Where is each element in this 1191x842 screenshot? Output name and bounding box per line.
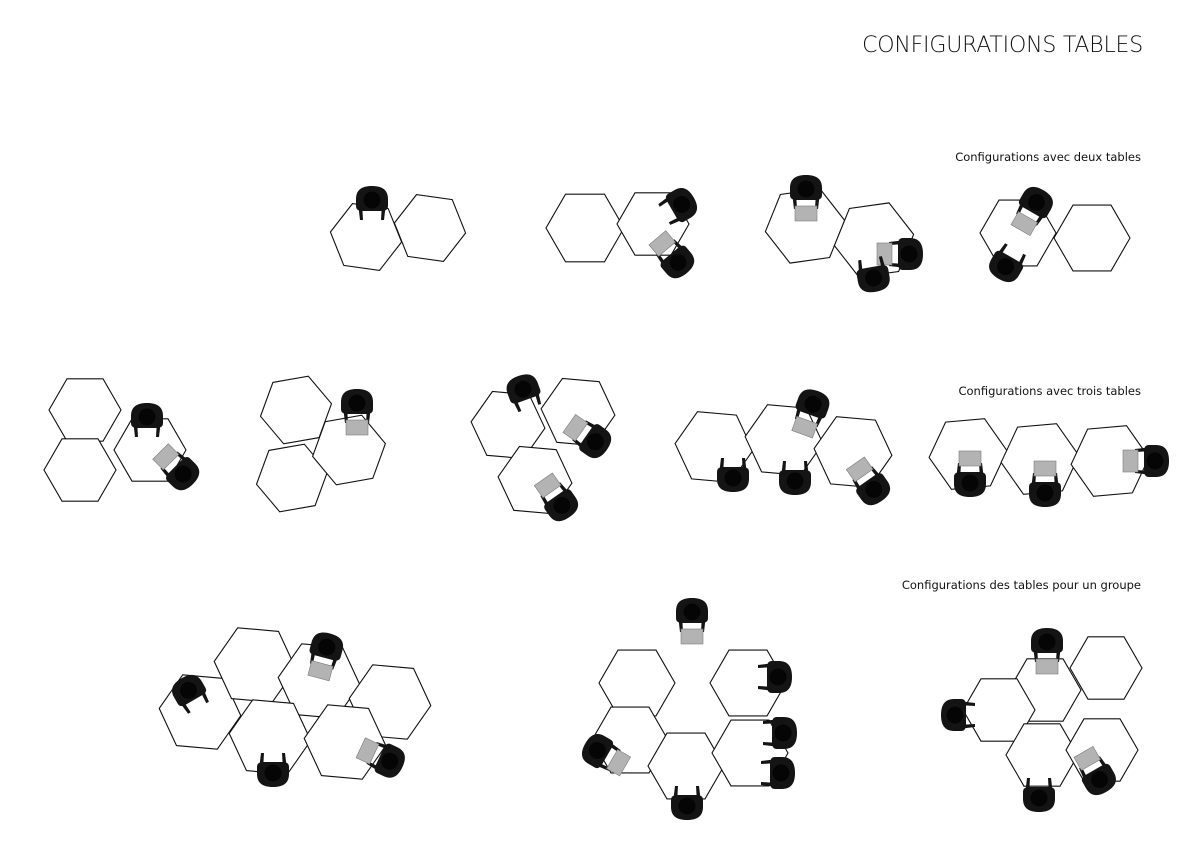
person-top-view-icon: [1010, 186, 1053, 237]
person-top-view-icon: [779, 461, 811, 495]
config-two-tables-2: [545, 188, 698, 279]
config-two-tables-1: [329, 186, 467, 271]
table-hexagon-icon: [647, 732, 725, 800]
table-hexagon-icon: [598, 649, 676, 717]
person-top-view-icon: [356, 186, 388, 220]
table-hexagon-icon: [1069, 636, 1143, 700]
table-hexagon-icon: [329, 203, 403, 271]
person-top-view-icon: [506, 374, 542, 413]
person-top-view-icon: [307, 632, 344, 682]
laptop-icon: [606, 749, 632, 777]
person-top-view-icon: [355, 737, 405, 778]
config-two-tables-3: [764, 175, 923, 293]
config-two-tables-4: [979, 186, 1131, 283]
person-top-view-icon: [1122, 445, 1169, 477]
person-top-view-icon: [562, 413, 612, 459]
laptop-icon: [533, 472, 562, 499]
person-top-view-icon: [1031, 628, 1063, 675]
config-three-tables-3: [470, 374, 616, 522]
person-top-view-icon: [533, 472, 579, 522]
person-top-view-icon: [856, 256, 890, 293]
laptop-icon: [680, 628, 704, 645]
person-top-view-icon: [989, 243, 1026, 283]
person-top-view-icon: [1029, 460, 1061, 507]
person-top-view-icon: [671, 786, 703, 820]
laptop-icon: [355, 737, 380, 765]
table-hexagon-icon: [833, 202, 915, 278]
table-hexagon-icon: [545, 193, 625, 263]
person-top-view-icon: [648, 230, 695, 279]
table-hexagon-icon: [43, 438, 117, 502]
person-top-view-icon: [676, 598, 708, 645]
person-top-view-icon: [1073, 745, 1116, 796]
laptop-icon: [791, 416, 818, 439]
page-title: CONFIGURATIONS TABLES: [862, 33, 1143, 58]
config-group-2: [581, 598, 797, 820]
laptop-icon: [648, 230, 676, 257]
laptop-icon: [1033, 460, 1057, 477]
config-group-3: [941, 628, 1143, 812]
person-top-view-icon: [152, 443, 200, 491]
table-hexagon-icon: [1000, 423, 1080, 495]
person-top-view-icon: [763, 717, 797, 749]
person-top-view-icon: [131, 403, 163, 437]
config-three-tables-5: [928, 418, 1169, 507]
person-top-view-icon: [758, 661, 792, 693]
config-three-tables-2: [255, 375, 387, 513]
config-group-1: [158, 627, 432, 787]
section-label-three-tables: Configurations avec trois tables: [958, 384, 1141, 398]
table-hexagon-icon: [1070, 425, 1150, 497]
laptop-icon: [1073, 745, 1101, 771]
person-top-view-icon: [845, 456, 891, 506]
laptop-icon: [958, 450, 982, 467]
person-top-view-icon: [341, 389, 373, 436]
laptop-icon: [1122, 449, 1139, 473]
laptop-icon: [1035, 658, 1059, 675]
config-three-tables-4: [674, 389, 893, 506]
person-top-view-icon: [790, 175, 822, 222]
person-top-view-icon: [581, 734, 632, 777]
table-hexagon-icon: [393, 194, 467, 262]
table-hexagon-icon: [255, 443, 329, 513]
laptop-icon: [794, 205, 818, 222]
person-top-view-icon: [172, 674, 209, 714]
laptop-icon: [845, 456, 874, 483]
config-three-tables-1: [43, 378, 200, 502]
table-hexagon-icon: [1053, 204, 1131, 272]
person-top-view-icon: [954, 450, 986, 497]
laptop-icon: [345, 419, 369, 436]
person-top-view-icon: [791, 389, 830, 439]
laptop-icon: [562, 413, 589, 442]
person-top-view-icon: [257, 753, 289, 787]
section-label-group: Configurations des tables pour un groupe: [901, 578, 1141, 592]
person-top-view-icon: [658, 188, 698, 225]
laptop-icon: [876, 242, 893, 266]
laptop-icon: [152, 443, 180, 471]
laptop-icon: [1010, 211, 1038, 237]
table-hexagon-icon: [1005, 723, 1079, 787]
person-top-view-icon: [1023, 778, 1055, 812]
person-top-view-icon: [761, 757, 795, 789]
table-hexagon-icon: [48, 378, 122, 442]
laptop-icon: [307, 660, 334, 682]
person-top-view-icon: [717, 458, 749, 492]
table-hexagon-icon: [764, 188, 846, 264]
person-top-view-icon: [941, 699, 975, 731]
section-label-two-tables: Configurations avec deux tables: [955, 150, 1141, 164]
